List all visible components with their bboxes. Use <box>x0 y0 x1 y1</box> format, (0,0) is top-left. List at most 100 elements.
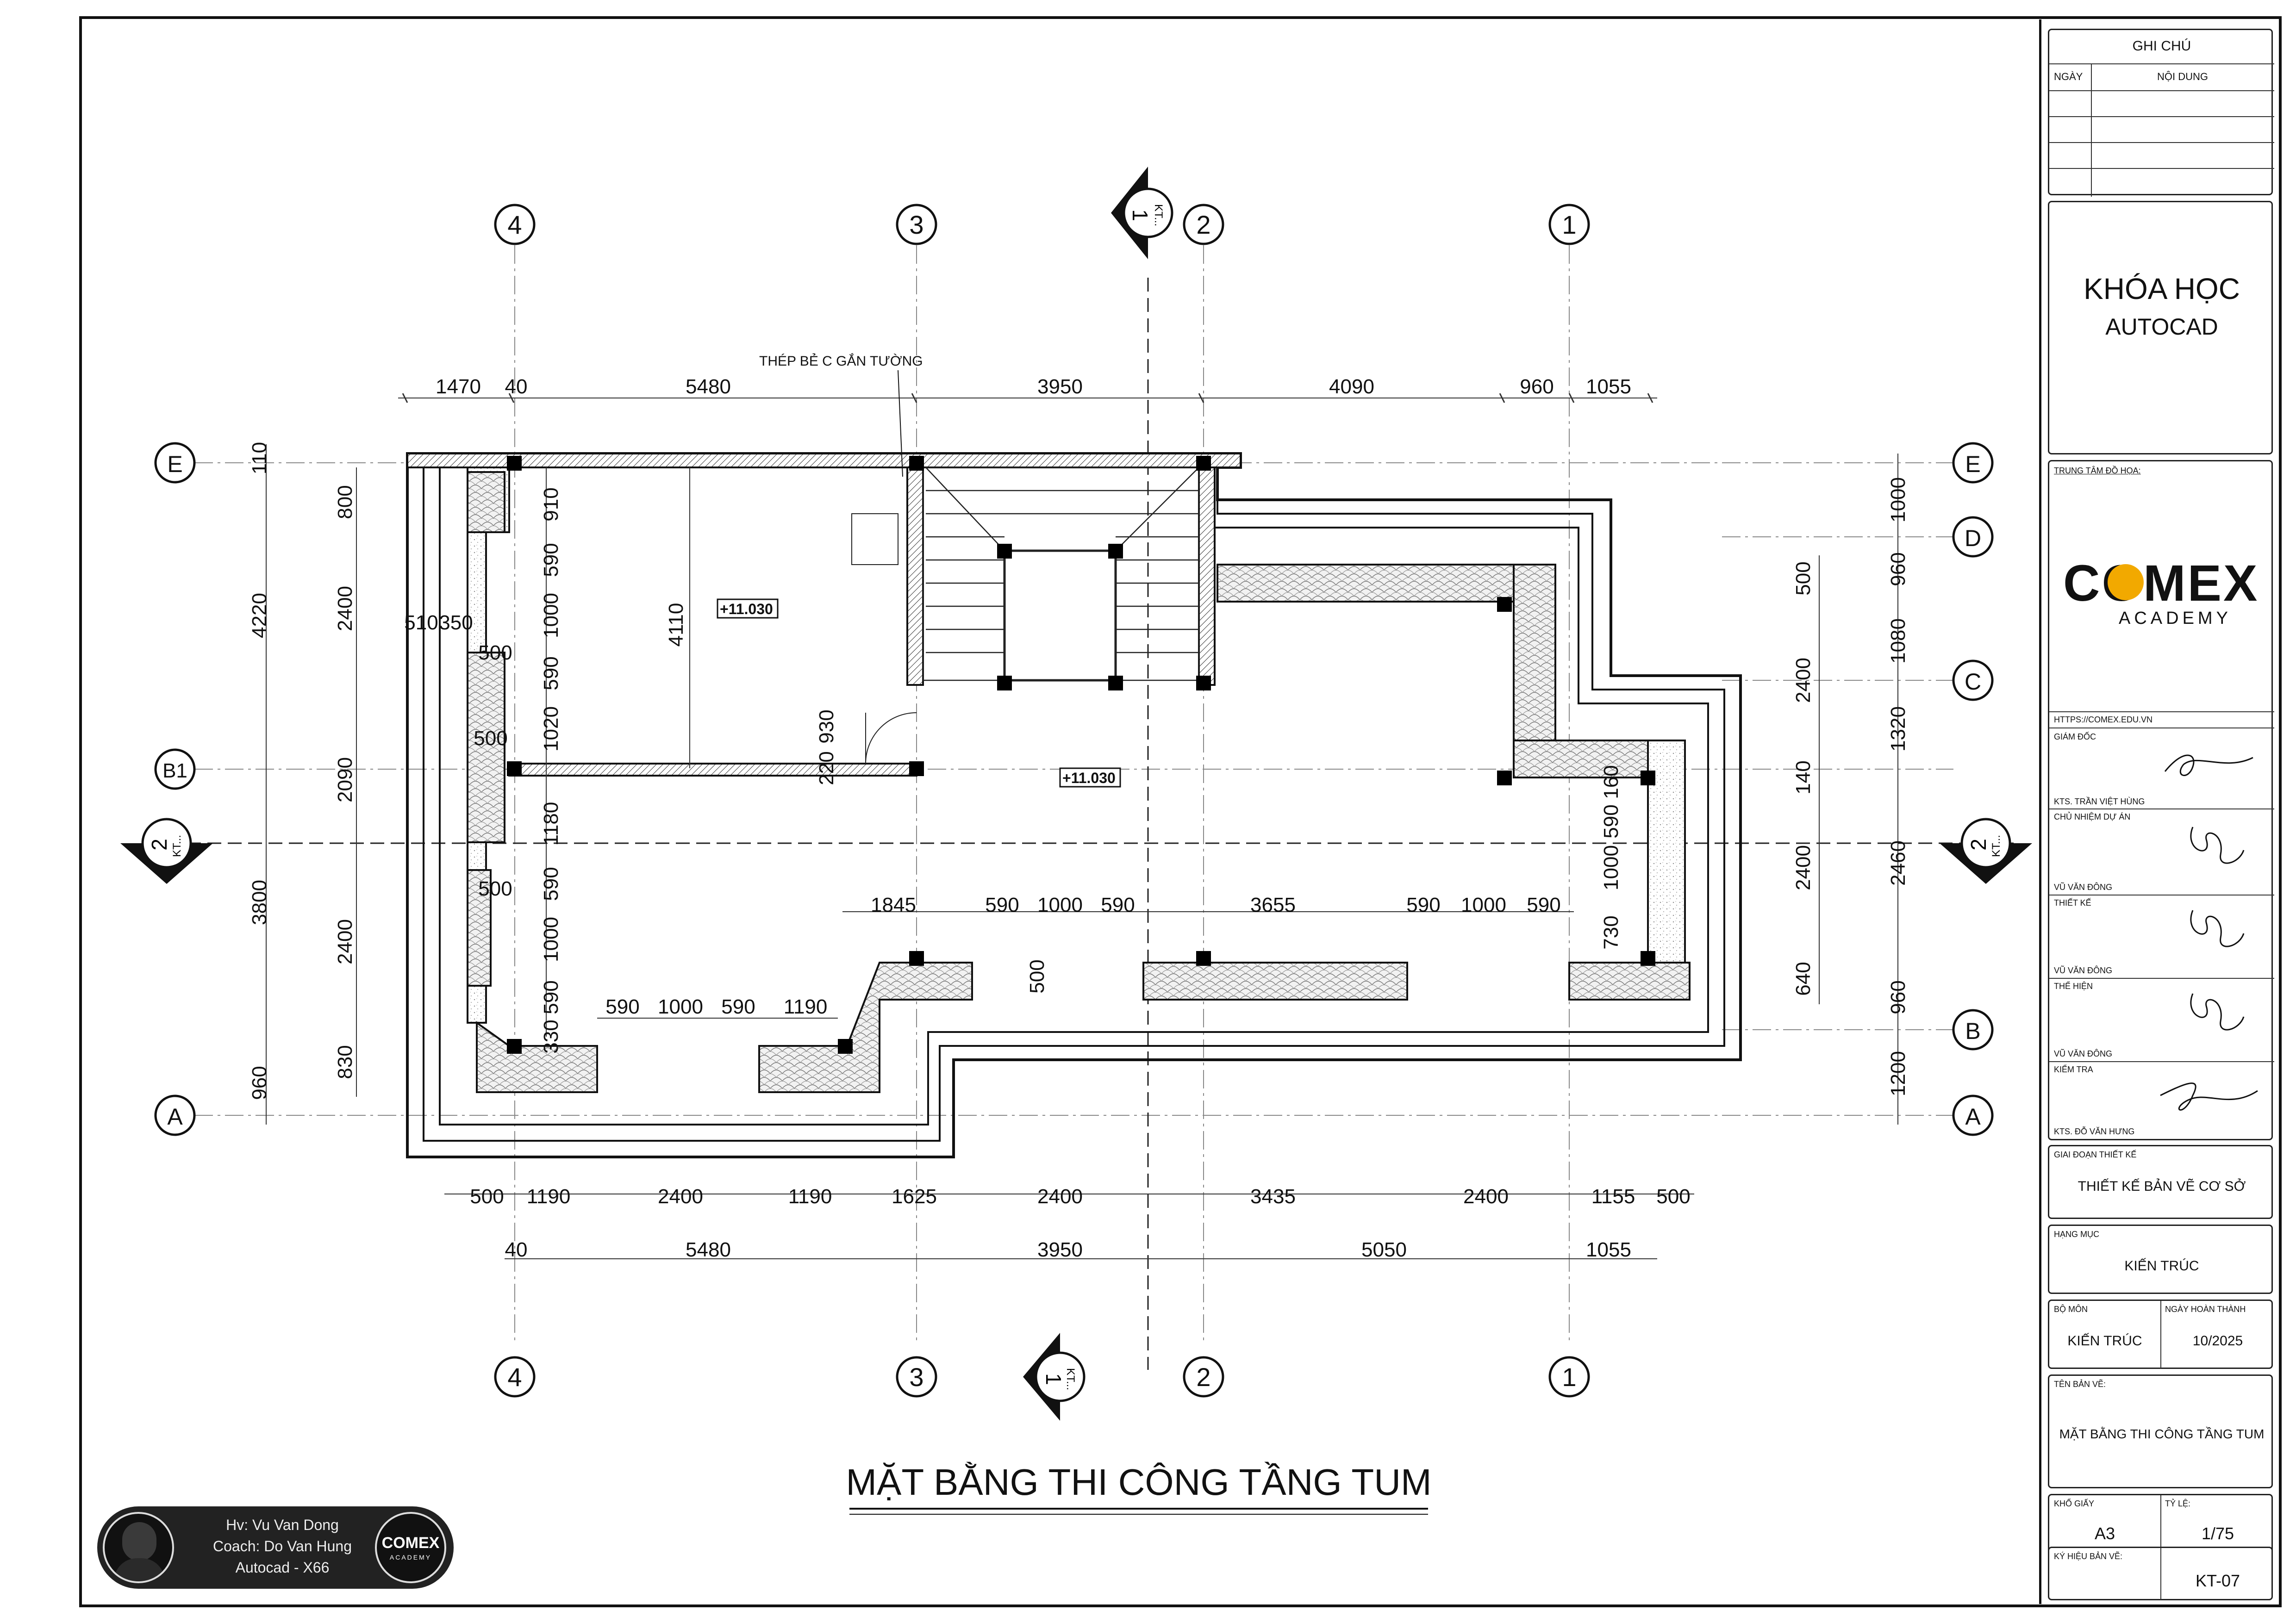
dimension-text: 2400 <box>334 586 356 631</box>
logo-sun-icon <box>2108 564 2144 600</box>
dimension-text: 500 <box>474 727 507 750</box>
dimension-text: 1190 <box>784 995 828 1018</box>
elevation-tag: +11.030 <box>720 601 773 617</box>
dimension-text: 4220 <box>248 593 271 638</box>
dimension-text: 590 <box>605 995 639 1018</box>
logo-sub-text: ACADEMY <box>2119 609 2232 628</box>
dimension-text: 800 <box>334 485 356 519</box>
dimension-text: 1055 <box>1586 375 1631 398</box>
dimension-text: 40 <box>505 375 528 398</box>
dimension-text: 140 <box>1792 760 1815 794</box>
course-box: KHÓA HỌC AUTOCAD <box>2048 201 2273 454</box>
dimension-text: 1190 <box>527 1185 571 1208</box>
axis-label: E <box>1965 451 1980 477</box>
drawing-name-label: TÊN BẢN VẼ: <box>2054 1380 2106 1389</box>
dimension-text: 4110 <box>665 603 687 647</box>
phase-value: THIẾT KẾ BẢN VẼ CƠ SỞ <box>2078 1179 2246 1194</box>
axis-label: E <box>167 451 182 477</box>
dimension-text: 1020 <box>540 706 562 752</box>
dimension-text: 2400 <box>334 919 356 964</box>
dimension-text: 160 <box>1600 765 1622 799</box>
scale-label: TỶ LỆ: <box>2165 1499 2191 1508</box>
dept-label: BỘ MÔN <box>2054 1305 2088 1314</box>
dimension-text: 2400 <box>1463 1185 1509 1208</box>
code-box: KÝ HIỆU BẢN VẼ: KT-07 <box>2048 1547 2273 1600</box>
svg-text:KT...: KT... <box>1064 1368 1077 1390</box>
svg-text:KT...: KT... <box>1990 835 2003 857</box>
dimension-text: 500 <box>1792 561 1815 595</box>
category-label: HẠNG MỤC <box>2054 1230 2099 1239</box>
dimension-text: 500 <box>1026 959 1048 993</box>
dimension-text: 500 <box>478 877 512 900</box>
drawing-name-box: TÊN BẢN VẼ: MẶT BẰNG THI CÔNG TẦNG TUM <box>2048 1374 2273 1488</box>
name-designer: VŨ VĂN ĐÔNG <box>2054 966 2113 975</box>
signature-drafter <box>2179 980 2253 1045</box>
dimension-text: 1080 <box>1887 618 1909 664</box>
badge-logo: COMEX ACADEMY <box>375 1512 446 1583</box>
svg-text:2: 2 <box>1966 839 1990 851</box>
dimension-text: 590 <box>1101 894 1135 916</box>
section-marker-1-bottom: 1 KT... <box>1023 1333 1086 1421</box>
axis-label: 3 <box>909 210 923 239</box>
logo-main-text: COMEX <box>2063 555 2259 612</box>
axis-label: 2 <box>1196 1362 1210 1392</box>
dimension-text: 590 <box>540 543 562 577</box>
role-designer: THIẾT KẾ <box>2054 898 2091 908</box>
dimension-text: 350 <box>439 611 473 634</box>
signature-designer <box>2179 896 2253 961</box>
center-label: TRUNG TÂM ĐỒ HỌA: <box>2054 466 2141 475</box>
dimension-text: 590 <box>1600 804 1622 838</box>
title-block: GHI CHÚ NGÀY NỘI DUNG KHÓA HỌC AUTOCAD T… <box>2039 19 2280 1604</box>
dimension-text: 590 <box>721 995 755 1018</box>
student-name: Hv: Vu Van Dong <box>226 1517 339 1533</box>
course-code: Autocad - X66 <box>235 1559 330 1576</box>
dimension-text: 1190 <box>788 1185 832 1208</box>
note-label: THÉP BẺ C GẮN TƯỜNG <box>759 353 923 369</box>
comex-logo: COMEX ACADEMY <box>2063 554 2262 633</box>
dimension-text: 2400 <box>1792 658 1815 703</box>
student-badge: Hv: Vu Van Dong Coach: Do Van Hung Autoc… <box>97 1506 454 1589</box>
axis-bubble-4-bottom <box>494 1356 536 1398</box>
role-director: GIÁM ĐỐC <box>2054 732 2096 741</box>
axis-label: A <box>1965 1104 1981 1130</box>
dimension-text: 5480 <box>686 375 731 398</box>
dimension-text: 510 <box>404 611 438 634</box>
dimension-text: 1000 <box>540 917 562 962</box>
role-checker: KIỂM TRA <box>2054 1065 2093 1074</box>
dimension-text: 590 <box>1406 894 1440 916</box>
axis-label: D <box>1965 525 1981 551</box>
paper-label: KHỔ GIẤY <box>2054 1499 2095 1508</box>
axis-bubble-C-right <box>1952 659 1994 701</box>
axis-bubble-2-top <box>1183 204 1224 245</box>
phase-label: GIAI ĐOẠN THIẾT KẾ <box>2054 1150 2137 1159</box>
dimension-text: 2400 <box>658 1185 703 1208</box>
dimension-text: 1055 <box>1586 1238 1631 1261</box>
phase-box: GIAI ĐOẠN THIẾT KẾ THIẾT KẾ BẢN VẼ CƠ SỞ <box>2048 1145 2273 1219</box>
paper-value: A3 <box>2094 1524 2115 1543</box>
notes-col-content: NỘI DUNG <box>2157 71 2208 82</box>
dimension-text: 2460 <box>1887 840 1909 886</box>
axis-label: C <box>1965 669 1981 695</box>
dimension-text: 1000 <box>1887 477 1909 522</box>
date-value: 10/2025 <box>2192 1333 2243 1349</box>
dimension-text: 110 <box>248 442 271 474</box>
dimension-text: 1180 <box>540 802 562 846</box>
dimension-text: 220 <box>815 751 838 785</box>
notes-col-date: NGÀY <box>2054 71 2083 82</box>
dimension-text: 3435 <box>1250 1185 1296 1208</box>
axis-label: 4 <box>507 1362 522 1392</box>
axis-bubble-B1-left <box>154 748 196 790</box>
badge-logo-main: COMEX <box>381 1534 440 1552</box>
axis-bubble-A-left <box>154 1094 196 1136</box>
dimension-text: 1000 <box>1461 894 1506 916</box>
dimension-text: 3655 <box>1250 894 1296 916</box>
signature-director <box>2156 739 2262 790</box>
dimension-text: 1000 <box>540 593 562 638</box>
axis-bubble-1-top <box>1548 204 1590 245</box>
dimension-text: 330 <box>540 1020 562 1053</box>
axis-bubble-A-right <box>1952 1094 1994 1136</box>
scale-value: 1/75 <box>2201 1524 2234 1543</box>
name-director: KTS. TRẦN VIỆT HÙNG <box>2054 797 2145 806</box>
axis-bubble-E-left <box>154 442 196 484</box>
website: HTTPS://COMEX.EDU.VN <box>2054 715 2153 724</box>
